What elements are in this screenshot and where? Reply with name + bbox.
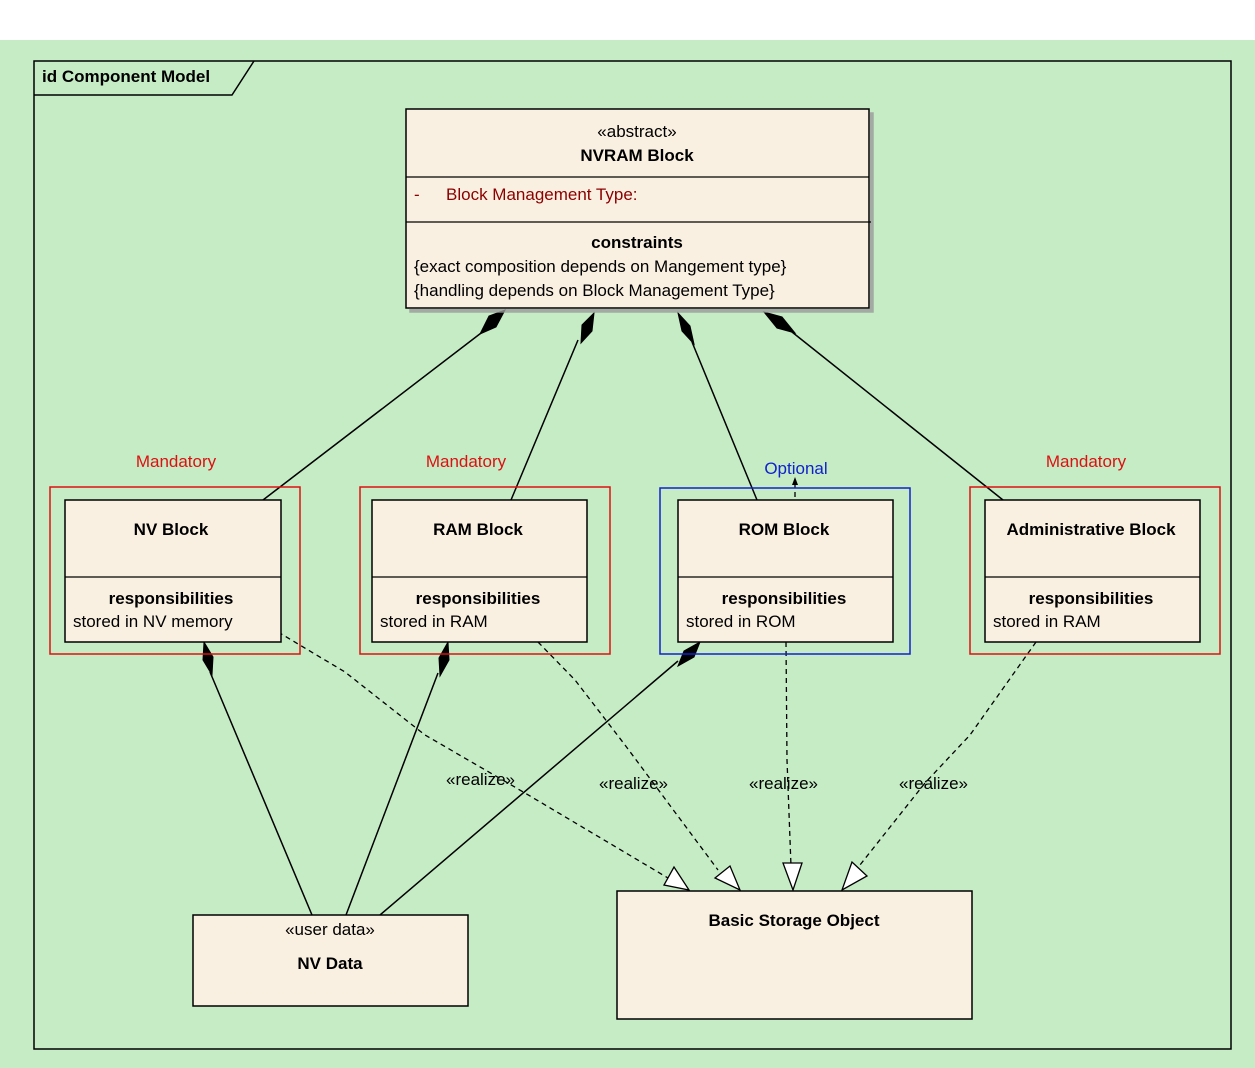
diagram-frame: id Component Model	[33, 60, 1232, 1050]
frame-title: id Component Model	[42, 67, 210, 86]
admin-block-resp: stored in RAM	[993, 612, 1101, 631]
nv-block-resp-title: responsibilities	[109, 589, 234, 608]
admin-block-mandatory-frame	[969, 486, 1221, 655]
realize-label-nv: «realize»	[446, 770, 515, 789]
nvram-block-class[interactable]: «abstract» NVRAM Block - Block Managemen…	[405, 108, 871, 309]
composition-line-nv-block	[262, 329, 486, 501]
rom-block-resp: stored in ROM	[686, 612, 796, 631]
nvram-constraint-1: {exact composition depends on Mangement …	[414, 257, 787, 276]
admin-block-tag: Mandatory	[1046, 452, 1127, 471]
nv-block-group: Mandatory NV Block responsibilities stor…	[49, 452, 301, 655]
nvram-constraints-title: constraints	[591, 233, 683, 252]
rom-block-resp-title: responsibilities	[722, 589, 847, 608]
rom-block-group: Optional ROM Block responsibilities stor…	[659, 459, 911, 655]
nv-block-name: NV Block	[134, 520, 209, 539]
optional-anchor-arrowhead	[792, 477, 798, 485]
realize-label-rom: «realize»	[749, 774, 818, 793]
diamond-nvram-nv	[478, 309, 507, 336]
realize-arrow-rom	[782, 862, 803, 892]
realize-line-nv	[277, 631, 669, 879]
realize-line-rom	[785, 641, 792, 867]
nv-block-class[interactable]: NV Block responsibilities stored in NV m…	[64, 499, 282, 643]
diamond-nvram-ram	[580, 311, 595, 345]
admin-block-group: Mandatory Administrative Block responsib…	[969, 452, 1221, 655]
diamond-nvram-admin	[762, 311, 797, 334]
nvram-attribute: Block Management Type:	[446, 185, 638, 204]
nv-block-tag: Mandatory	[136, 452, 217, 471]
diamond-ram-nvdata	[438, 640, 450, 678]
admin-block-resp-title: responsibilities	[1029, 589, 1154, 608]
realize-connectors	[277, 484, 1037, 879]
realize-line-ram	[537, 641, 719, 871]
nv-data-class[interactable]: «user data» NV Data	[192, 914, 469, 1007]
ram-block-resp: stored in RAM	[380, 612, 488, 631]
rom-block-name: ROM Block	[739, 520, 830, 539]
nv-data-stereotype: «user data»	[285, 920, 375, 939]
realize-arrow-ram	[713, 864, 742, 892]
ram-block-mandatory-frame	[359, 486, 611, 655]
realize-label-admin: «realize»	[899, 774, 968, 793]
realize-arrow-nv	[662, 865, 691, 891]
realize-line-admin	[855, 641, 1037, 871]
nvram-constraint-2: {handling depends on Block Management Ty…	[414, 281, 775, 300]
nvram-stereotype: «abstract»	[597, 122, 676, 141]
composition-line-nvdata-rom	[379, 660, 679, 916]
nv-block-resp: stored in NV memory	[73, 612, 233, 631]
realize-arrow-admin	[840, 860, 869, 892]
rom-block-optional-frame	[659, 487, 911, 655]
admin-block-name: Administrative Block	[1006, 520, 1176, 539]
composition-line-rom-block	[691, 341, 758, 501]
composition-connectors	[209, 329, 1004, 916]
rom-block-class[interactable]: ROM Block responsibilities stored in ROM	[677, 499, 894, 643]
admin-block-class[interactable]: Administrative Block responsibilities st…	[984, 499, 1201, 643]
realize-label-ram: «realize»	[599, 774, 668, 793]
composition-line-ram-block	[510, 339, 579, 501]
nvram-attribute-visibility: -	[414, 185, 420, 204]
ram-block-group: Mandatory RAM Block responsibilities sto…	[359, 452, 611, 655]
storage-name: Basic Storage Object	[708, 911, 879, 930]
composition-line-nvdata-nv	[209, 671, 313, 916]
ram-block-name: RAM Block	[433, 520, 523, 539]
ram-block-tag: Mandatory	[426, 452, 507, 471]
diamond-nv-nvdata	[202, 640, 214, 677]
diamond-nvram-rom	[677, 311, 695, 346]
composition-line-admin-block	[791, 331, 1004, 501]
rom-block-tag: Optional	[764, 459, 827, 478]
nv-data-name: NV Data	[297, 954, 363, 973]
ram-block-resp-title: responsibilities	[416, 589, 541, 608]
realize-arrowheads	[662, 860, 869, 892]
composition-line-nvdata-ram	[345, 672, 439, 916]
nvram-name: NVRAM Block	[580, 146, 694, 165]
basic-storage-object-class[interactable]: Basic Storage Object	[616, 890, 973, 1020]
ram-block-class[interactable]: RAM Block responsibilities stored in RAM	[371, 499, 588, 643]
nv-block-mandatory-frame	[49, 486, 301, 655]
